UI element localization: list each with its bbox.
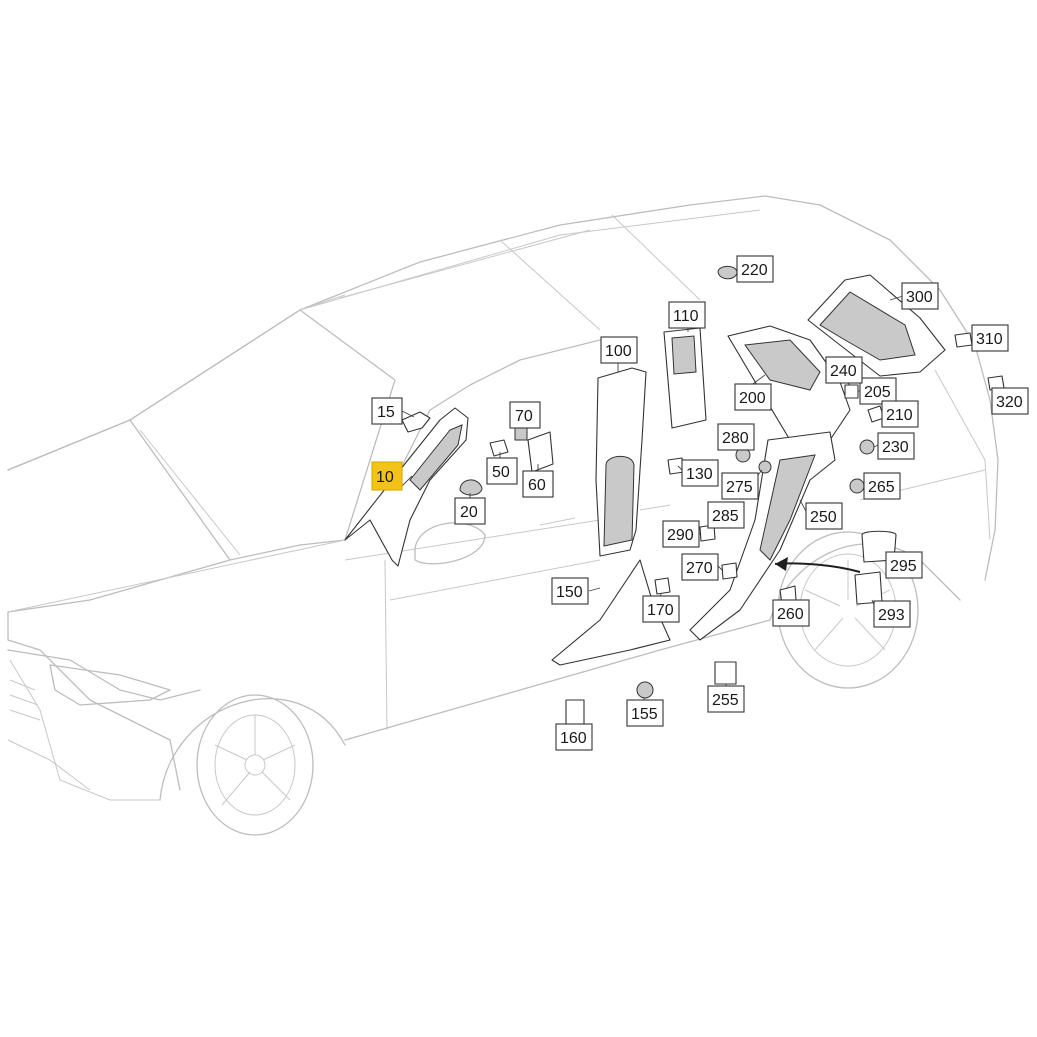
callout-130[interactable]: 130	[681, 459, 719, 487]
callout-70[interactable]: 70	[509, 401, 541, 429]
callout-295[interactable]: 295	[885, 551, 923, 579]
callout-label: 210	[886, 407, 913, 424]
callout-label: 230	[882, 439, 909, 456]
callout-20[interactable]: 20	[454, 497, 486, 525]
callout-label: 293	[878, 607, 905, 624]
callout-label: 15	[377, 404, 395, 421]
callout-label: 160	[560, 730, 587, 747]
callout-110[interactable]: 110	[668, 301, 706, 329]
callout-label: 265	[868, 479, 895, 496]
callout-label: 110	[673, 308, 699, 325]
callout-label: 20	[460, 504, 478, 521]
callout-label: 170	[647, 602, 674, 619]
callout-290[interactable]: 290	[662, 520, 700, 548]
callout-275[interactable]: 275	[721, 472, 759, 500]
callout-270[interactable]: 270	[681, 553, 719, 581]
callout-label: 255	[712, 692, 739, 709]
callout-293[interactable]: 293	[873, 600, 911, 628]
callout-260[interactable]: 260	[772, 599, 810, 627]
callout-60[interactable]: 60	[522, 470, 554, 498]
callout-15[interactable]: 15	[371, 397, 403, 425]
callout-320[interactable]: 320	[991, 387, 1029, 415]
callout-label: 150	[556, 584, 583, 601]
callout-label: 60	[528, 477, 546, 494]
callout-280[interactable]: 280	[717, 423, 755, 451]
callout-300[interactable]: 300	[901, 282, 939, 310]
callout-265[interactable]: 265	[863, 472, 901, 500]
callout-160[interactable]: 160	[555, 723, 593, 751]
callout-label: 130	[686, 466, 713, 483]
callout-label: 270	[686, 560, 713, 577]
callout-label: 275	[726, 479, 753, 496]
callout-10[interactable]: 10	[371, 461, 403, 491]
callout-label: 205	[864, 384, 891, 401]
callout-label: 10	[376, 469, 394, 486]
callout-label: 250	[810, 509, 837, 526]
callout-310[interactable]: 310	[971, 324, 1009, 352]
callout-label: 300	[906, 289, 933, 306]
callout-285[interactable]: 285	[707, 501, 745, 529]
callout-label: 70	[515, 408, 533, 425]
callout-220[interactable]: 220	[736, 255, 774, 283]
callout-250[interactable]: 250	[805, 502, 843, 530]
callout-50[interactable]: 50	[486, 457, 518, 485]
callout-label: 200	[739, 390, 766, 407]
callout-210[interactable]: 210	[881, 400, 919, 428]
callout-240[interactable]: 240	[825, 356, 863, 384]
callout-label: 100	[605, 343, 632, 360]
callout-label: 290	[667, 527, 694, 544]
callout-label: 155	[631, 706, 658, 723]
callout-label: 50	[492, 464, 510, 481]
callout-100[interactable]: 100	[600, 336, 638, 364]
callout-label: 280	[722, 430, 749, 447]
callout-label: 220	[741, 262, 768, 279]
callout-label: 240	[830, 363, 857, 380]
callout-170[interactable]: 170	[642, 595, 680, 623]
callout-label: 285	[712, 508, 739, 525]
callout-205[interactable]: 205	[859, 377, 897, 405]
callout-label: 320	[996, 394, 1023, 411]
vehicle-outline	[7, 195, 999, 836]
callout-230[interactable]: 230	[877, 432, 915, 460]
callout-150[interactable]: 150	[551, 577, 589, 605]
callout-label: 310	[976, 331, 1003, 348]
callout-255[interactable]: 255	[707, 685, 745, 713]
callout-labels: 10 15 20 50 60 70 100 110	[371, 255, 1029, 751]
callout-label: 295	[890, 558, 917, 575]
callout-200[interactable]: 200	[734, 383, 772, 411]
callout-155[interactable]: 155	[626, 699, 664, 727]
callout-label: 260	[777, 606, 804, 623]
